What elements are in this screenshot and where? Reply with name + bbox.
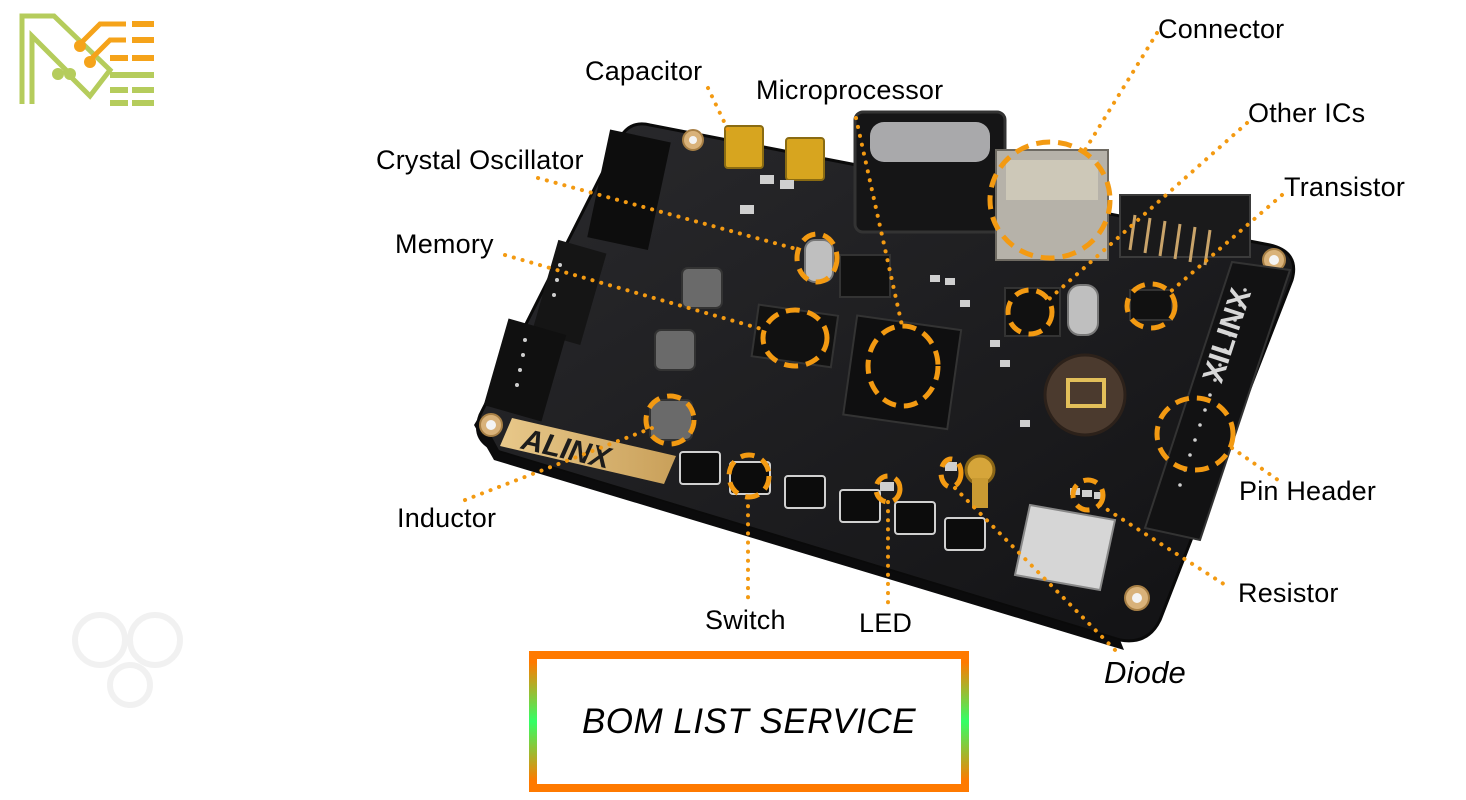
callout-leader-lines [463,31,1284,657]
crystal-oscillator [804,239,834,283]
callout-microprocessor: Microprocessor [756,75,944,105]
inductor-3 [654,329,696,371]
highlight-circles [643,139,1236,513]
bom-list-service-banner[interactable]: BOM LIST SERVICE [529,651,969,792]
mini-usb-uart [724,125,764,169]
callout-transistor: Transistor [1284,172,1406,202]
brand-logo-icon [19,13,154,106]
callout-crystal-oscillator: Crystal Oscillator [376,145,584,175]
push-buttons [679,451,986,551]
camera-header [1119,194,1251,258]
regulator-transistor [1129,289,1173,321]
leader-memory [503,253,767,332]
highlight-resistor [1070,477,1106,513]
sd-card-slot [1013,503,1117,592]
callout-inductor: Inductor [397,503,497,533]
bom-banner-top-border [529,651,969,659]
highlight-led [873,473,903,505]
callout-capacitor: Capacitor [585,56,703,86]
dc-jack [587,129,671,251]
callout-connector: Connector [1158,14,1285,44]
flash-chip [839,254,891,298]
highlight-memory [760,307,830,369]
alinx-logo-plate [500,418,676,484]
watermark-icon [72,612,183,708]
bom-banner-text: BOM LIST SERVICE [581,701,917,741]
leader-diode [953,486,1122,657]
leader-resistor [1098,503,1232,590]
leader-other-ics [1046,121,1249,302]
pmod-header [483,318,567,422]
highlight-connector [987,139,1113,261]
bom-banner-bottom-border [529,784,969,792]
leader-pin-header [1230,446,1280,482]
callout-diode: Diode [1104,655,1186,690]
inductor-2 [681,267,723,309]
crystal-oscillator-2 [1067,284,1099,336]
leader-connector [1083,31,1159,152]
leader-inductor [463,426,654,502]
pin-header-40 [1143,260,1292,542]
callout-memory: Memory [395,229,494,259]
highlight-other-ics [1005,287,1055,337]
highlight-diode [938,456,964,490]
leader-capacitor [706,86,730,132]
highlight-transistor [1124,281,1178,331]
highlight-pin-header [1154,395,1236,473]
highlight-crystal [794,231,840,285]
mini-usb [785,137,825,181]
callout-other-ics: Other ICs [1248,98,1366,128]
inductor [649,399,693,441]
leader-transistor [1168,193,1284,294]
callout-led: LED [859,608,913,638]
leader-microprocessor [854,116,905,332]
callout-switch: Switch [705,605,786,635]
fpga-chip [842,314,963,431]
bom-banner-inner: BOM LIST SERVICE [537,659,961,784]
highlight-inductor [643,393,697,447]
highlight-microprocessor [865,323,941,409]
leader-crystal [536,176,802,252]
callout-pin-header: Pin Header [1239,476,1377,506]
jtag-header [532,239,607,345]
battery-holder [1043,353,1127,437]
callout-resistor: Resistor [1238,578,1339,608]
